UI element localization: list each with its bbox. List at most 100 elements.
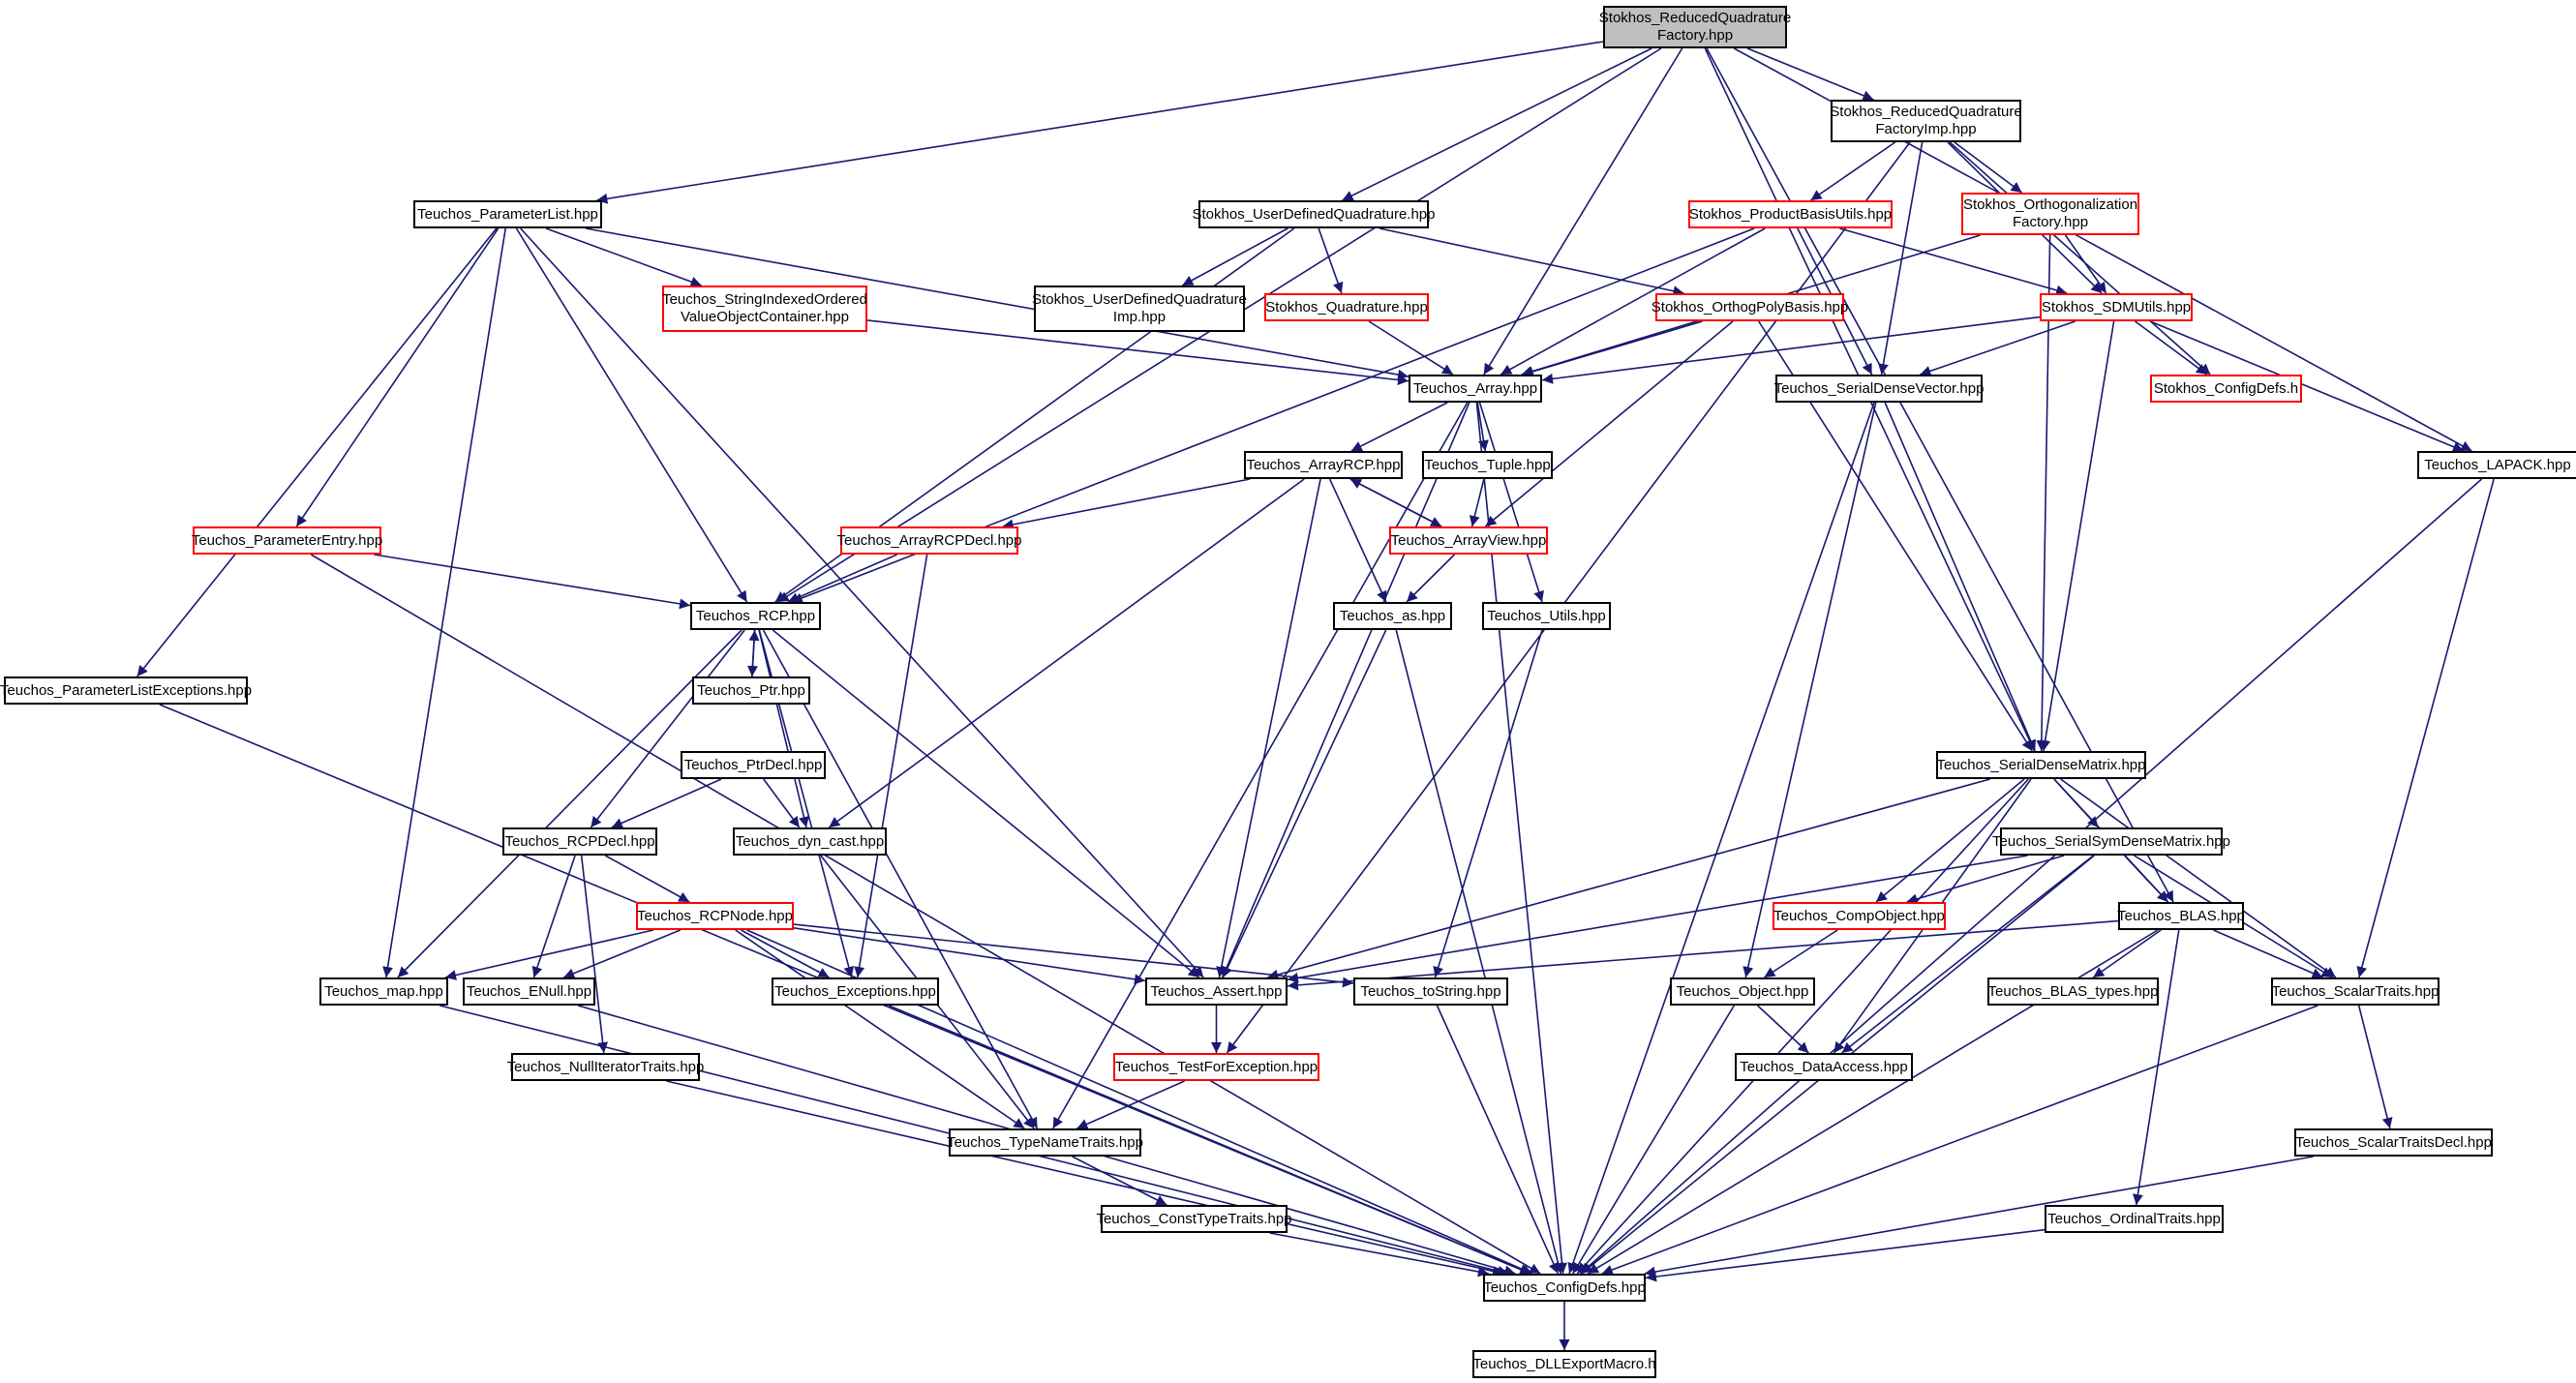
edge-n10-to-n11	[1541, 316, 2041, 384]
edge-n2-to-n11	[585, 227, 1409, 380]
node-teuchos-parameterlist-hpp[interactable]: Teuchos_ParameterList.hpp	[413, 200, 602, 228]
node-teuchos-dataaccess-hpp[interactable]: Teuchos_DataAccess.hpp	[1735, 1053, 1913, 1081]
edge-n2-to-n33	[382, 227, 506, 978]
node-teuchos-typenametraits-hpp[interactable]: Teuchos_TypeNameTraits.hpp	[947, 1128, 1143, 1157]
edge-n44-to-n46	[1072, 1156, 1167, 1206]
node-teuchos-ordinaltraits-hpp[interactable]: Teuchos_OrdinalTraits.hpp	[2045, 1205, 2224, 1233]
edge-n25-to-n40	[2060, 778, 2337, 978]
node-teuchos-serialdensevector-hpp[interactable]: Teuchos_SerialDenseVector.hpp	[1774, 375, 1984, 403]
edge-n31-to-n38	[1763, 929, 1838, 978]
node-teuchos-rcpdecl-hpp[interactable]: Teuchos_RCPDecl.hpp	[502, 827, 657, 856]
node-stokhos-reducedquadrature-factoryimp-hpp[interactable]: Stokhos_ReducedQuadrature FactoryImp.hpp	[1830, 100, 2022, 142]
node-teuchos-stringindexedordered-valueobjectcontainer-hpp[interactable]: Teuchos_StringIndexedOrdered ValueObject…	[662, 286, 867, 332]
edge-n29-to-n36	[1287, 855, 2028, 983]
edge-n5-to-n10	[2064, 234, 2107, 294]
node-teuchos-consttypetraits-hpp[interactable]: Teuchos_ConstTypeTraits.hpp	[1096, 1205, 1292, 1233]
node-teuchos-array-hpp[interactable]: Teuchos_Array.hpp	[1409, 375, 1542, 403]
node-teuchos-as-hpp[interactable]: Teuchos_as.hpp	[1333, 602, 1452, 630]
edge-n45-to-n48	[1644, 1156, 2314, 1278]
edge-n35-to-n48	[888, 1005, 1531, 1275]
edge-n41-to-n48	[666, 1080, 1504, 1277]
edge-n25-to-n48	[1576, 778, 2029, 1275]
node-teuchos-compobject-hpp[interactable]: Teuchos_CompObject.hpp	[1773, 902, 1946, 930]
edge-n3-to-n8	[1318, 227, 1344, 294]
edge-n30-to-n34	[562, 929, 682, 978]
node-teuchos-serialsymdensematrix-hpp[interactable]: Teuchos_SerialSymDenseMatrix.hpp	[1992, 827, 2230, 856]
node-teuchos-ptrdecl-hpp[interactable]: Teuchos_PtrDecl.hpp	[681, 751, 826, 779]
node-stokhos-userdefinedquadrature-hpp[interactable]: Stokhos_UserDefinedQuadrature.hpp	[1193, 200, 1436, 228]
node-teuchos-object-hpp[interactable]: Teuchos_Object.hpp	[1670, 977, 1815, 1006]
node-teuchos-tuple-hpp[interactable]: Teuchos_Tuple.hpp	[1422, 451, 1553, 479]
node-teuchos-enull-hpp[interactable]: Teuchos_ENull.hpp	[463, 977, 595, 1006]
edge-n6-to-n11	[866, 319, 1409, 385]
edge-n24-to-n20	[748, 629, 760, 677]
edge-n30-to-n37	[793, 923, 1354, 988]
node-teuchos-arrayview-hpp[interactable]: Teuchos_ArrayView.hpp	[1389, 526, 1548, 555]
edge-n11-to-n44	[1052, 402, 1469, 1129]
edge-n47-to-n48	[1645, 1228, 2046, 1282]
node-teuchos-parameterentry-hpp[interactable]: Teuchos_ParameterEntry.hpp	[192, 526, 382, 555]
edge-n2-to-n36	[520, 227, 1204, 978]
edge-n0-to-n3	[1342, 47, 1652, 201]
node-stokhos-orthogpolybasis-hpp[interactable]: Stokhos_OrthogPolyBasis.hpp	[1652, 293, 1848, 321]
edge-n2-to-n17	[295, 227, 500, 527]
node-teuchos-exceptions-hpp[interactable]: Teuchos_Exceptions.hpp	[772, 977, 939, 1006]
node-teuchos-arrayrcp-hpp[interactable]: Teuchos_ArrayRCP.hpp	[1244, 451, 1403, 479]
edge-n20-to-n28	[758, 629, 809, 828]
node-teuchos-rcpnode-hpp[interactable]: Teuchos_RCPNode.hpp	[636, 902, 794, 930]
node-teuchos-dyn-cast-hpp[interactable]: Teuchos_dyn_cast.hpp	[733, 827, 887, 856]
node-stokhos-configdefs-h[interactable]: Stokhos_ConfigDefs.h	[2150, 375, 2302, 403]
edge-n20-to-n27	[590, 629, 745, 828]
edge-n4-to-n11	[1500, 227, 1766, 376]
edge-n19-to-n21	[1406, 554, 1455, 603]
node-teuchos-parameterlistexceptions-hpp[interactable]: Teuchos_ParameterListExceptions.hpp	[0, 676, 252, 705]
node-teuchos-blas-types-hpp[interactable]: Teuchos_BLAS_types.hpp	[1987, 977, 2159, 1006]
edge-n15-to-n18	[1002, 478, 1251, 530]
node-teuchos-tostring-hpp[interactable]: Teuchos_toString.hpp	[1353, 977, 1508, 1006]
node-stokhos-userdefinedquadrature-imp-hpp[interactable]: Stokhos_UserDefinedQuadrature Imp.hpp	[1032, 286, 1247, 332]
node-teuchos-map-hpp[interactable]: Teuchos_map.hpp	[319, 977, 448, 1006]
edge-n18-to-n20	[787, 554, 897, 603]
node-teuchos-scalartraitsdecl-hpp[interactable]: Teuchos_ScalarTraitsDecl.hpp	[2294, 1128, 2493, 1157]
edge-n20-to-n36	[772, 629, 1200, 978]
node-teuchos-configdefs-hpp[interactable]: Teuchos_ConfigDefs.hpp	[1483, 1274, 1646, 1302]
node-teuchos-serialdensematrix-hpp[interactable]: Teuchos_SerialDenseMatrix.hpp	[1936, 751, 2146, 779]
edge-n2-to-n6	[545, 227, 702, 287]
edge-n30-to-n36	[793, 926, 1146, 985]
edge-n14-to-n40	[2356, 478, 2495, 978]
edge-n27-to-n30	[604, 855, 690, 903]
edge-n11-to-n22	[1478, 402, 1544, 603]
node-teuchos-dllexportmacro-h[interactable]: Teuchos_DLLExportMacro.h	[1472, 1350, 1656, 1378]
edge-n17-to-n20	[374, 554, 691, 610]
edge-n2-to-n20	[515, 227, 748, 603]
edge-n32-to-n36	[1287, 919, 2119, 991]
edge-n1-to-n4	[1810, 141, 1896, 201]
edge-n11-to-n16	[1476, 402, 1489, 452]
edge-n10-to-n25	[2040, 320, 2115, 752]
edge-n12-to-n25	[1884, 402, 2036, 752]
edge-n32-to-n40	[2213, 929, 2323, 978]
node-teuchos-nulliteratortraits-hpp[interactable]: Teuchos_NullIteratorTraits.hpp	[507, 1053, 704, 1081]
node-stokhos-sdmutils-hpp[interactable]: Stokhos_SDMUtils.hpp	[2040, 293, 2193, 321]
node-stokhos-orthogonalization-factory-hpp[interactable]: Stokhos_Orthogonalization Factory.hpp	[1961, 193, 2139, 235]
edge-n15-to-n21	[1328, 478, 1387, 603]
node-teuchos-rcp-hpp[interactable]: Teuchos_RCP.hpp	[690, 602, 821, 630]
node-stokhos-reducedquadrature-factory-hpp[interactable]: Stokhos_ReducedQuadrature Factory.hpp	[1599, 6, 1791, 48]
edge-n27-to-n41	[580, 855, 609, 1054]
node-teuchos-testforexception-hpp[interactable]: Teuchos_TestForException.hpp	[1113, 1053, 1319, 1081]
edge-n40-to-n48	[1601, 1005, 2318, 1276]
edge-n4-to-n10	[1839, 227, 2068, 296]
node-teuchos-arrayrcpdecl-hpp[interactable]: Teuchos_ArrayRCPDecl.hpp	[837, 526, 1021, 555]
edge-n21-to-n48	[1395, 629, 1563, 1275]
edge-n1-to-n5	[1954, 141, 2023, 194]
node-teuchos-assert-hpp[interactable]: Teuchos_Assert.hpp	[1145, 977, 1288, 1006]
node-teuchos-blas-hpp[interactable]: Teuchos_BLAS.hpp	[2117, 902, 2245, 930]
node-stokhos-productbasisutils-hpp[interactable]: Stokhos_ProductBasisUtils.hpp	[1688, 200, 1893, 228]
node-stokhos-quadrature-hpp[interactable]: Stokhos_Quadrature.hpp	[1264, 293, 1429, 321]
node-teuchos-utils-hpp[interactable]: Teuchos_Utils.hpp	[1482, 602, 1611, 630]
node-teuchos-lapack-hpp[interactable]: Teuchos_LAPACK.hpp	[2417, 451, 2576, 479]
node-teuchos-ptr-hpp[interactable]: Teuchos_Ptr.hpp	[692, 676, 810, 705]
node-teuchos-scalartraits-hpp[interactable]: Teuchos_ScalarTraits.hpp	[2271, 977, 2440, 1006]
edge-n29-to-n32	[2123, 855, 2169, 903]
